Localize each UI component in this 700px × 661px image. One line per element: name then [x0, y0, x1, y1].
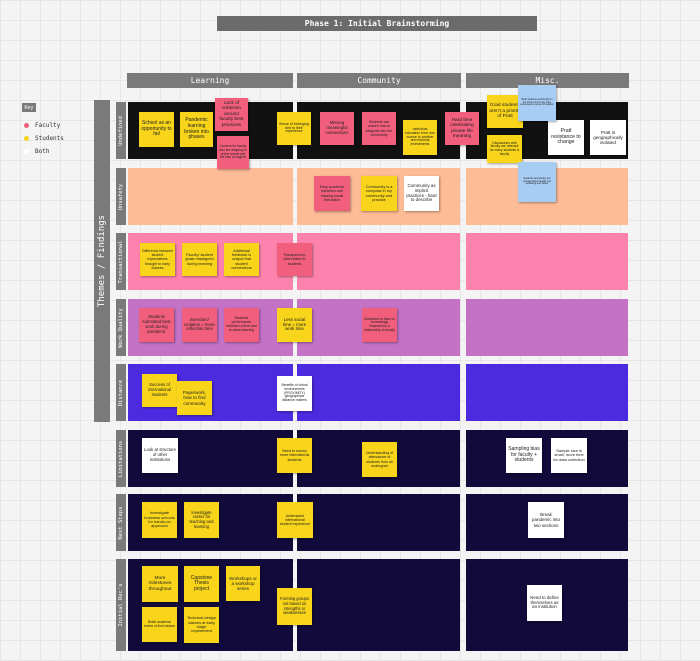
row-label-text: Work Quality [118, 307, 124, 348]
sticky-note[interactable]: Understand international student experie… [277, 502, 313, 538]
sticky-note[interactable]: Both students and faculty in the Pratt c… [518, 85, 556, 121]
sticky-note[interactable]: Discussions with faculty are relevant fo… [487, 135, 522, 163]
key-title: Key [22, 103, 36, 112]
themes-findings-label: Themes / Findings [94, 100, 110, 422]
sticky-note[interactable]: Sense of belonging tied to their experie… [277, 112, 311, 145]
cell-unsafety-learning [128, 168, 293, 225]
sticky-note[interactable]: Sample size is small, more time for data… [551, 438, 587, 473]
sticky-note[interactable]: Students are unsure how to integrate int… [362, 112, 396, 145]
key-item-label: Both [35, 147, 50, 155]
sticky-note[interactable]: Missing meaningful connections [320, 112, 354, 145]
sticky-note[interactable]: Look at structure of other institutions [142, 438, 178, 473]
sticky-note[interactable]: Pratt is geographically isolated [590, 120, 626, 155]
sticky-note[interactable]: Less social time = more work time [277, 308, 312, 342]
sticky-note[interactable]: Boredom/ isolation = more reflection tim… [182, 308, 217, 342]
sticky-note[interactable]: Individual education from one course to … [403, 120, 437, 155]
page-title: Phase 1: Initial Brainstorming [217, 16, 537, 31]
cell-limitations-misc [466, 430, 628, 487]
column-header-learning: Learning [127, 73, 293, 88]
cell-transactional-community [297, 233, 460, 290]
sticky-note[interactable]: Investigate center for teaching and lear… [184, 502, 219, 538]
sticky-note[interactable]: Break pandemic into two sections [528, 502, 564, 538]
sticky-note[interactable]: Lack of cohesion around faculty best pra… [215, 98, 248, 131]
sticky-note[interactable]: Capstone Thesis project [184, 566, 219, 602]
sticky-note[interactable]: Difference between student expectations … [140, 243, 175, 276]
row-label-transactional: Transactional [116, 233, 126, 290]
row-label-text: Initial Rec's [118, 583, 124, 627]
sticky-note[interactable]: Concern for faculty who are adapting to … [217, 136, 249, 169]
sticky-note[interactable]: Students and faculty are worried about h… [518, 162, 556, 202]
sticky-note[interactable]: Students performance between online and … [224, 308, 259, 342]
sticky-note[interactable]: Understanding of attendance of students … [362, 442, 397, 477]
cell-initial-recs-community [297, 559, 460, 651]
sticky-note[interactable]: Sampling bias for faculty + students [506, 438, 542, 473]
sticky-note[interactable]: Easy academic transition and missing soc… [314, 176, 350, 211]
sticky-note[interactable]: Better academic review of final classes [142, 607, 177, 642]
sticky-note[interactable]: Additional feedback is unique that stude… [224, 243, 259, 276]
row-label-undefined: Undefined [116, 102, 126, 159]
sticky-note[interactable]: Hard time celebrating private life meani… [445, 112, 479, 145]
both-color-dot [24, 148, 29, 154]
sticky-note[interactable]: Need to survey more international studen… [277, 438, 312, 473]
key-item-students: Students [24, 133, 64, 143]
themes-findings-text: Themes / Findings [97, 214, 107, 308]
column-header-misc: Misc. [466, 73, 629, 88]
row-label-next-steps: Next Steps [116, 494, 126, 551]
sticky-note[interactable]: Investigate business schools for hands-o… [142, 502, 177, 538]
row-label-text: Unsafety [118, 183, 124, 210]
sticky-note[interactable]: Grad students aren't a priority of Pratt [487, 95, 523, 128]
sticky-note[interactable]: More milestones throughout [142, 566, 178, 602]
sticky-note[interactable]: Students submitted best work during pand… [139, 308, 174, 342]
sticky-note[interactable]: School as an opportunity to fail [139, 112, 174, 147]
row-label-text: Next Steps [118, 505, 124, 540]
row-label-text: Distance [118, 379, 124, 406]
row-label-distance: Distance [116, 364, 126, 421]
cell-work-quality-misc [466, 299, 628, 356]
faculty-color-dot [24, 122, 29, 128]
sticky-note[interactable]: Pratt resistance to change [548, 120, 584, 155]
sticky-note[interactable]: Forming groups not based on strengths or… [277, 588, 312, 625]
row-label-limitations: Limitations [116, 430, 126, 487]
cell-next-steps-community [297, 494, 460, 551]
key-item-faculty: Faculty [24, 120, 60, 130]
sticky-note[interactable]: Community is a compass in my community a… [361, 176, 397, 211]
key-item-label: Faculty [35, 121, 61, 129]
cell-distance-misc [466, 364, 628, 421]
sticky-note[interactable]: Workshops or a workshop series [226, 566, 260, 601]
cell-transactional-misc [466, 233, 628, 290]
row-label-unsafety: Unsafety [116, 168, 126, 225]
cell-distance-community [297, 364, 460, 421]
sticky-note[interactable]: Need to define themselves as an institut… [527, 585, 562, 621]
sticky-note[interactable]: Motivation to learn is increasingly impa… [362, 308, 397, 342]
row-label-initial-recs: Initial Rec's [116, 559, 126, 651]
sticky-note[interactable]: Technical design classes at early stage … [184, 607, 219, 643]
key-item-both: Both [24, 146, 49, 156]
sticky-note[interactable]: Transparency, information to students [277, 243, 312, 276]
sticky-note[interactable]: Success of international students [142, 374, 177, 407]
sticky-note[interactable]: Benefits of virtual environments (PROXIM… [277, 376, 312, 411]
students-color-dot [24, 135, 29, 141]
row-label-text: Limitations [118, 440, 124, 477]
row-label-text: Transactional [118, 239, 124, 284]
sticky-note[interactable]: Community as implicit practices - hard t… [404, 176, 439, 211]
sticky-note[interactable]: Pandemic learning broken into phases [180, 112, 213, 147]
column-header-community: Community [297, 73, 461, 88]
row-label-text: Undefined [118, 115, 124, 146]
key-item-label: Students [35, 134, 64, 142]
sticky-note[interactable]: Paperwork, how to find community [177, 381, 212, 415]
sticky-note[interactable]: Faculty/ student goals misaligned during… [182, 243, 217, 276]
row-label-work-quality: Work Quality [116, 299, 126, 356]
